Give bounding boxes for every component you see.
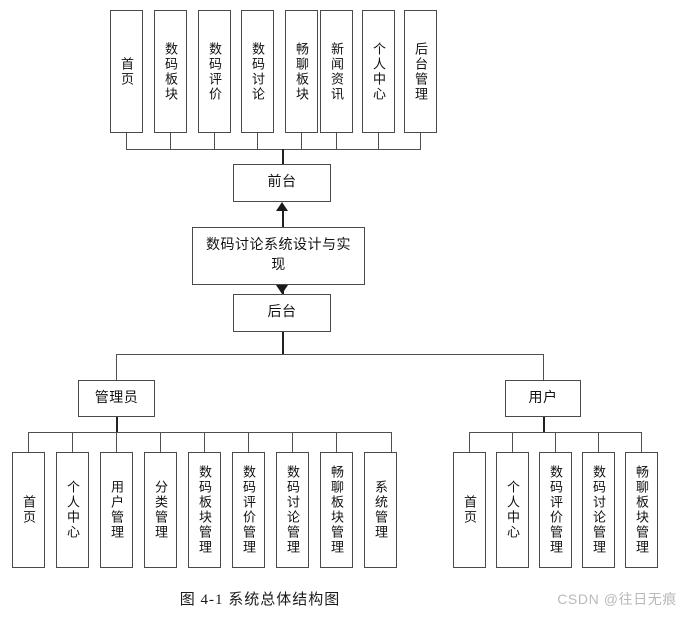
connector-backend-drop [282, 332, 284, 354]
frontend-leaf-personal-center: 个人中心 [362, 10, 395, 133]
connector-user-stub-1 [512, 432, 513, 452]
connector-admin-stub-4 [204, 432, 205, 452]
connector-frontend-stub-1 [170, 133, 171, 149]
connector-frontend-stub-5 [336, 133, 337, 149]
connector-role-drop-admin [116, 354, 117, 380]
frontend-leaf-news: 新闻资讯 [320, 10, 353, 133]
admin-leaf-digital-board-management: 数码板块管理 [188, 452, 221, 568]
connector-frontend-stub-0 [126, 133, 127, 149]
connector-user-stub-0 [469, 432, 470, 452]
connector-admin-stub-8 [391, 432, 392, 452]
admin-leaf-home: 首页 [12, 452, 45, 568]
connector-admin-stub-2 [116, 432, 117, 452]
admin-leaf-category-management: 分类管理 [144, 452, 177, 568]
backend-node: 后台 [233, 294, 331, 332]
figure-caption: 图 4-1 系统总体结构图 [179, 592, 341, 608]
frontend-leaf-home: 首页 [110, 10, 143, 133]
connector-admin-stub-7 [336, 432, 337, 452]
connector-role-bus [116, 354, 543, 355]
connector-frontend-bus [126, 149, 421, 150]
connector-user-stub-3 [598, 432, 599, 452]
connector-admin-stub-6 [292, 432, 293, 452]
connector-user-drop [543, 417, 545, 432]
user-leaf-home: 首页 [453, 452, 486, 568]
user-leaf-digital-discussion-management: 数码讨论管理 [582, 452, 615, 568]
role-node-admin: 管理员 [78, 380, 155, 417]
connector-admin-bus [28, 432, 391, 433]
arrow-down-icon [276, 285, 288, 294]
frontend-leaf-chat-board: 畅聊板块 [285, 10, 318, 133]
connector-frontend-stub-4 [301, 133, 302, 149]
admin-leaf-user-management: 用户管理 [100, 452, 133, 568]
user-leaf-digital-review-management: 数码评价管理 [539, 452, 572, 568]
connector-admin-stub-5 [248, 432, 249, 452]
admin-leaf-system-management: 系统管理 [364, 452, 397, 568]
connector-role-drop-user [543, 354, 544, 380]
user-leaf-chat-board-management: 畅聊板块管理 [625, 452, 658, 568]
root-node: 数码讨论系统设计与实现 [192, 227, 365, 285]
admin-leaf-personal-center: 个人中心 [56, 452, 89, 568]
frontend-leaf-backend-admin: 后台管理 [404, 10, 437, 133]
connector-frontend-stub-6 [378, 133, 379, 149]
admin-leaf-digital-review-management: 数码评价管理 [232, 452, 265, 568]
connector-frontend-drop [282, 149, 284, 164]
frontend-node: 前台 [233, 164, 331, 202]
frontend-leaf-digital-discussion: 数码讨论 [241, 10, 274, 133]
connector-admin-stub-1 [72, 432, 73, 452]
arrow-up-icon [276, 202, 288, 211]
frontend-leaf-digital-review: 数码评价 [198, 10, 231, 133]
csdn-watermark: CSDN @往日无痕 [557, 591, 677, 607]
role-node-user: 用户 [505, 380, 581, 417]
connector-admin-drop [116, 417, 118, 432]
admin-leaf-digital-discussion-management: 数码讨论管理 [276, 452, 309, 568]
connector-admin-stub-3 [160, 432, 161, 452]
connector-frontend-stub-3 [257, 133, 258, 149]
connector-admin-stub-0 [28, 432, 29, 452]
connector-user-stub-2 [555, 432, 556, 452]
connector-user-stub-4 [641, 432, 642, 452]
frontend-leaf-digital-board: 数码板块 [154, 10, 187, 133]
connector-frontend-stub-7 [420, 133, 421, 149]
admin-leaf-chat-board-management: 畅聊板块管理 [320, 452, 353, 568]
connector-frontend-stub-2 [214, 133, 215, 149]
user-leaf-personal-center: 个人中心 [496, 452, 529, 568]
connector-root-to-frontend [282, 209, 284, 227]
